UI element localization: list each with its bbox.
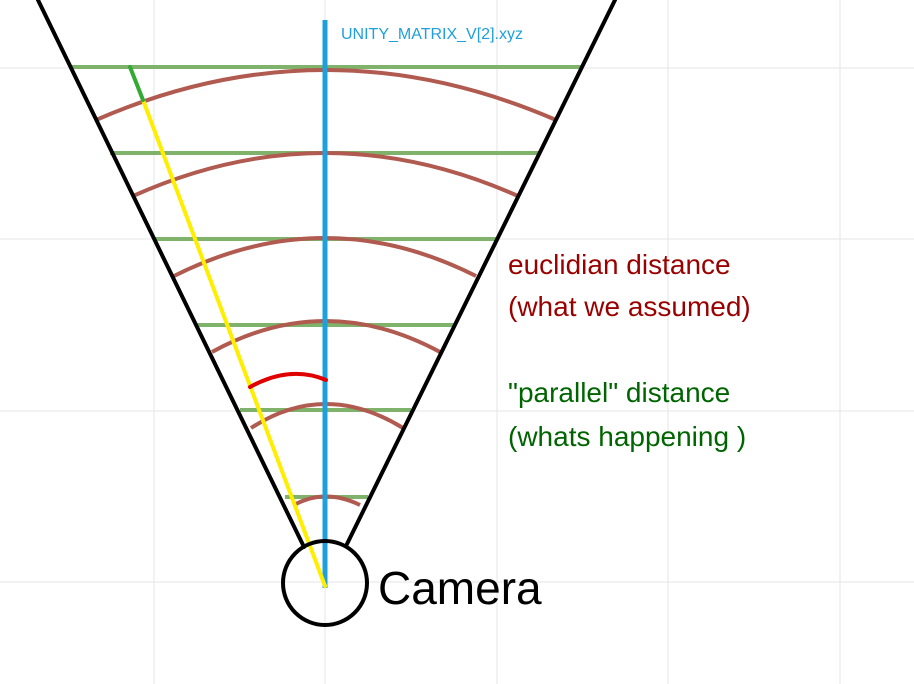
camera-circle [281,539,369,627]
parallel-label-line1: "parallel" distance [508,377,730,408]
frustum-left-edge [36,0,306,549]
euclidian-label-line2: (what we assumed) [508,291,751,322]
sample-ray [141,98,327,588]
camera-label: Camera [378,562,542,614]
angle-mark [248,371,328,389]
frustum-edges [36,0,617,549]
sample-ray-tip [128,65,145,102]
view-vector-label: UNITY_MATRIX_V[2].xyz [341,26,523,43]
parallel-label-line2: (whats happening ) [508,421,746,452]
euclidian-label-line1: euclidian distance [508,249,731,280]
frustum-right-edge [345,0,617,546]
